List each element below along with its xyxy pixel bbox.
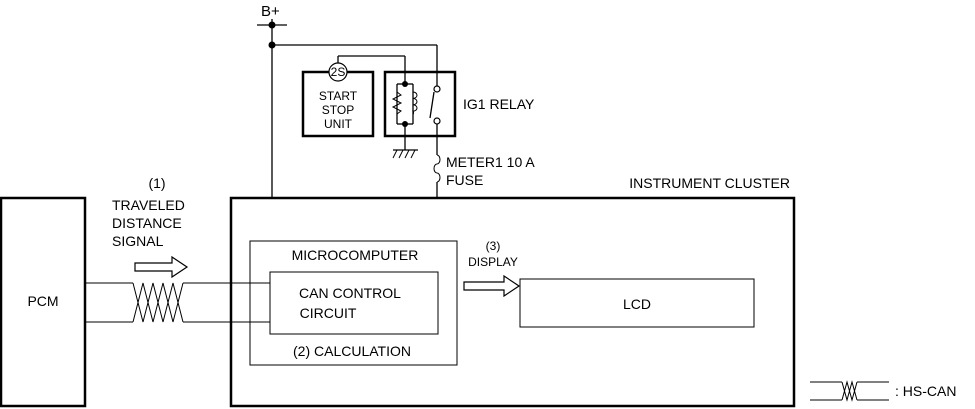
battery-supply-label: B+ (261, 3, 280, 20)
signal-1-arrow-icon (134, 255, 189, 279)
signal-1-line-2: DISTANCE (112, 215, 182, 231)
start-stop-unit: 2S START STOP UNIT (301, 55, 405, 138)
start-stop-unit-line-3: UNIT (324, 117, 353, 131)
signal-3-label: DISPLAY (468, 255, 518, 269)
ground-icon (392, 149, 418, 159)
instrument-cluster-label: INSTRUMENT CLUSTER (629, 175, 790, 191)
ig1-relay-label: IG1 RELAY (463, 96, 535, 112)
can-circuit-line-1: CAN CONTROL (299, 285, 401, 301)
fuse-label-line-2: FUSE (446, 172, 483, 188)
signal-1-line-1: TRAVELED (112, 197, 185, 213)
signal-3-annotation: (3) DISPLAY (463, 239, 521, 298)
can-circuit-line-2: CIRCUIT (300, 305, 357, 321)
start-stop-connector-label: 2S (331, 65, 346, 79)
signal-3-number: (3) (486, 239, 501, 253)
start-stop-unit-line-1: START (319, 89, 358, 103)
lcd-label: LCD (623, 296, 651, 312)
signal-1-number: (1) (148, 175, 165, 191)
calculation-label: (2) CALCULATION (293, 343, 411, 359)
signal-3-arrow-icon (463, 274, 521, 298)
fuse-label-line-1: METER1 10 A (446, 154, 535, 170)
signal-1-annotation: (1) TRAVELED DISTANCE SIGNAL (112, 175, 189, 279)
start-stop-unit-line-2: STOP (322, 103, 354, 117)
legend-label: : HS-CAN (895, 383, 956, 399)
pcm-module: PCM (0, 196, 87, 408)
microcomputer: MICROCOMPUTER CAN CONTROL CIRCUIT (2) CA… (249, 240, 458, 366)
hs-can-bus (85, 282, 270, 323)
pcm-label: PCM (27, 293, 58, 309)
signal-1-line-3: SIGNAL (112, 233, 164, 249)
legend-hs-can: : HS-CAN (810, 380, 956, 402)
microcomputer-label: MICROCOMPUTER (292, 247, 419, 263)
lcd-display: LCD (519, 278, 755, 328)
battery-supply: B+ (257, 3, 438, 200)
ig1-relay: IG1 RELAY (383, 56, 535, 150)
